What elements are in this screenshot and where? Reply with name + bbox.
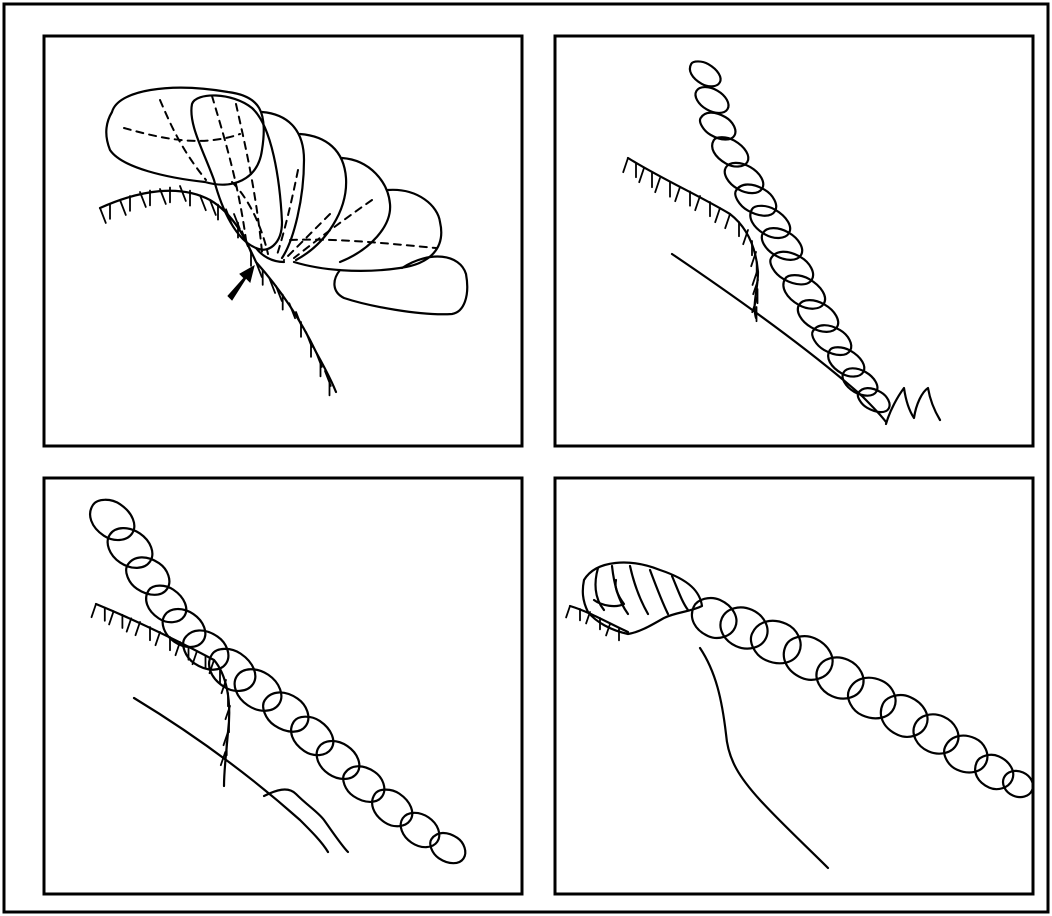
panel-bottom-left [44, 478, 522, 894]
panel-frame [44, 36, 522, 446]
panel-frame [555, 478, 1033, 894]
panel-top-right [555, 36, 1033, 446]
panel-frame [555, 36, 1033, 446]
panel-top-left [44, 36, 522, 446]
panel-bottom-right [555, 478, 1037, 894]
